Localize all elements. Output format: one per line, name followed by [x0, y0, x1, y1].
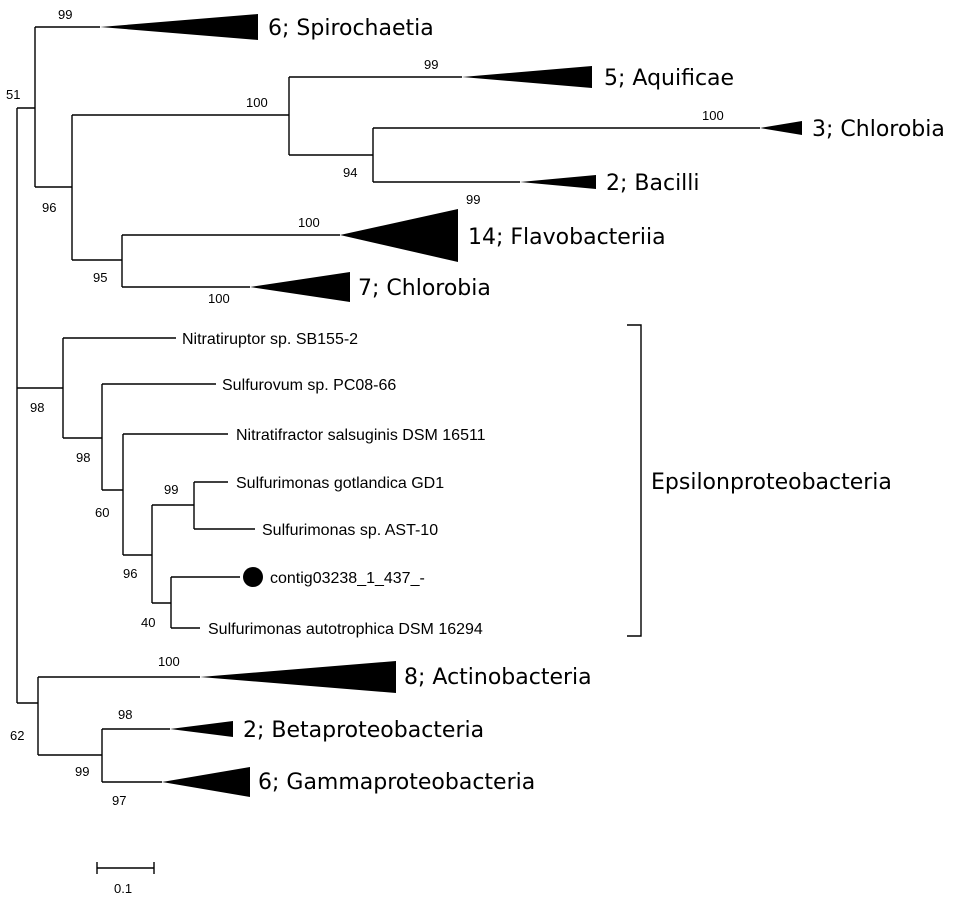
clade-labels: 6; Spirochaetia 5; Aquificae 3; Chlorobi…	[243, 16, 945, 795]
clade-label-spirochaetia: 6; Spirochaetia	[268, 16, 434, 41]
tree-branches	[16, 26, 760, 783]
clade-label-aquificae: 5; Aquificae	[604, 66, 734, 91]
scale-bar-label: 0.1	[114, 881, 132, 896]
bootstrap-label: 99	[75, 764, 89, 779]
bootstrap-label: 100	[702, 108, 724, 123]
bootstrap-label: 98	[76, 450, 90, 465]
query-marker-dot	[243, 567, 263, 587]
bootstrap-values: 99 51 99 100 100 94 96 99 100 95 100 98 …	[6, 7, 724, 808]
bootstrap-label: 97	[112, 793, 126, 808]
bootstrap-label: 99	[424, 57, 438, 72]
bootstrap-label: 60	[95, 505, 109, 520]
wedge-chlorobia-7	[250, 272, 350, 302]
clade-label-chlorobia-7: 7; Chlorobia	[358, 276, 491, 301]
bootstrap-label: 98	[118, 707, 132, 722]
collapsed-wedges	[100, 14, 802, 797]
taxon-label-contig: contig03238_1_437_-	[270, 570, 425, 587]
wedge-flavobacteriia	[340, 209, 458, 262]
bootstrap-label: 62	[10, 728, 24, 743]
wedge-spirochaetia	[100, 14, 258, 40]
wedge-gammaproteobacteria	[162, 767, 250, 797]
bootstrap-label: 95	[93, 270, 107, 285]
clade-label-bacilli: 2; Bacilli	[606, 171, 700, 196]
wedge-chlorobia-3	[760, 121, 802, 135]
taxon-labels: Nitratiruptor sp. SB155-2 Sulfurovum sp.…	[182, 331, 486, 638]
bootstrap-label: 96	[42, 200, 56, 215]
epsilon-bracket: Epsilonproteobacteria	[627, 324, 892, 637]
clade-label-actinobacteria: 8; Actinobacteria	[404, 665, 592, 690]
clade-label-chlorobia-3: 3; Chlorobia	[812, 117, 945, 142]
wedge-betaproteobacteria	[170, 721, 233, 737]
bootstrap-label: 98	[30, 400, 44, 415]
bootstrap-label: 51	[6, 87, 20, 102]
wedge-actinobacteria	[200, 661, 396, 693]
clade-label-flavobacteriia: 14; Flavobacteriia	[468, 225, 666, 250]
wedge-aquificae	[462, 66, 592, 88]
taxon-label-nitratifractor: Nitratifractor salsuginis DSM 16511	[236, 427, 486, 444]
bootstrap-label: 99	[58, 7, 72, 22]
bracket-line	[627, 324, 642, 637]
bootstrap-label: 100	[246, 95, 268, 110]
bootstrap-label: 100	[158, 654, 180, 669]
taxon-label-sulfurovum: Sulfurovum sp. PC08-66	[222, 377, 396, 394]
bootstrap-label: 94	[343, 165, 357, 180]
taxon-label-ast10: Sulfurimonas sp. AST-10	[262, 522, 438, 539]
bootstrap-label: 99	[164, 482, 178, 497]
clade-label-betaproteobacteria: 2; Betaproteobacteria	[243, 718, 484, 743]
clade-label-gammaproteobacteria: 6; Gammaproteobacteria	[258, 770, 535, 795]
bootstrap-label: 99	[466, 192, 480, 207]
taxon-label-nitratiruptor: Nitratiruptor sp. SB155-2	[182, 331, 358, 348]
taxon-label-gotlandica: Sulfurimonas gotlandica GD1	[236, 475, 444, 492]
taxon-label-autotrophica: Sulfurimonas autotrophica DSM 16294	[208, 621, 483, 638]
bootstrap-label: 40	[141, 615, 155, 630]
bootstrap-label: 100	[208, 291, 230, 306]
bootstrap-label: 96	[123, 566, 137, 581]
group-label-epsilonproteobacteria: Epsilonproteobacteria	[651, 470, 892, 495]
wedge-bacilli	[520, 175, 596, 189]
scale-bar: 0.1	[96, 862, 155, 896]
bootstrap-label: 100	[298, 215, 320, 230]
